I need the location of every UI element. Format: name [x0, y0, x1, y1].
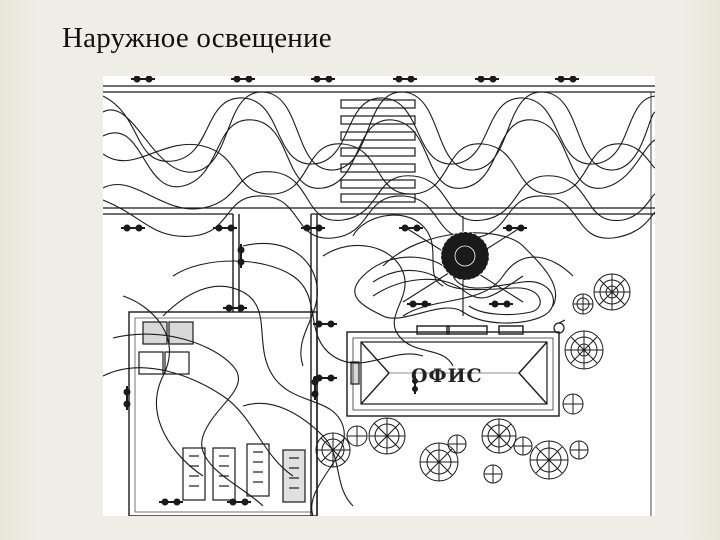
fountain-icon [440, 231, 490, 281]
pedestrian-crossing [340, 99, 416, 203]
light-fixture-icon [121, 76, 579, 506]
office-building [346, 325, 560, 417]
parking-car-icon [138, 321, 360, 503]
slide-title: Наружное освещение [62, 22, 332, 54]
tree-icon [315, 273, 631, 484]
road-lines [103, 85, 655, 516]
light-distribution-curves [103, 91, 655, 239]
light-distribution-curves-lower [103, 214, 574, 516]
site-plan-svg [103, 76, 655, 516]
hydrant-icon [553, 319, 566, 334]
site-walls [128, 214, 318, 516]
office-label: ОФИС [411, 365, 483, 387]
light-fixture-icon-vertical [237, 244, 418, 400]
site-plan-drawing: ОФИС [103, 76, 655, 516]
